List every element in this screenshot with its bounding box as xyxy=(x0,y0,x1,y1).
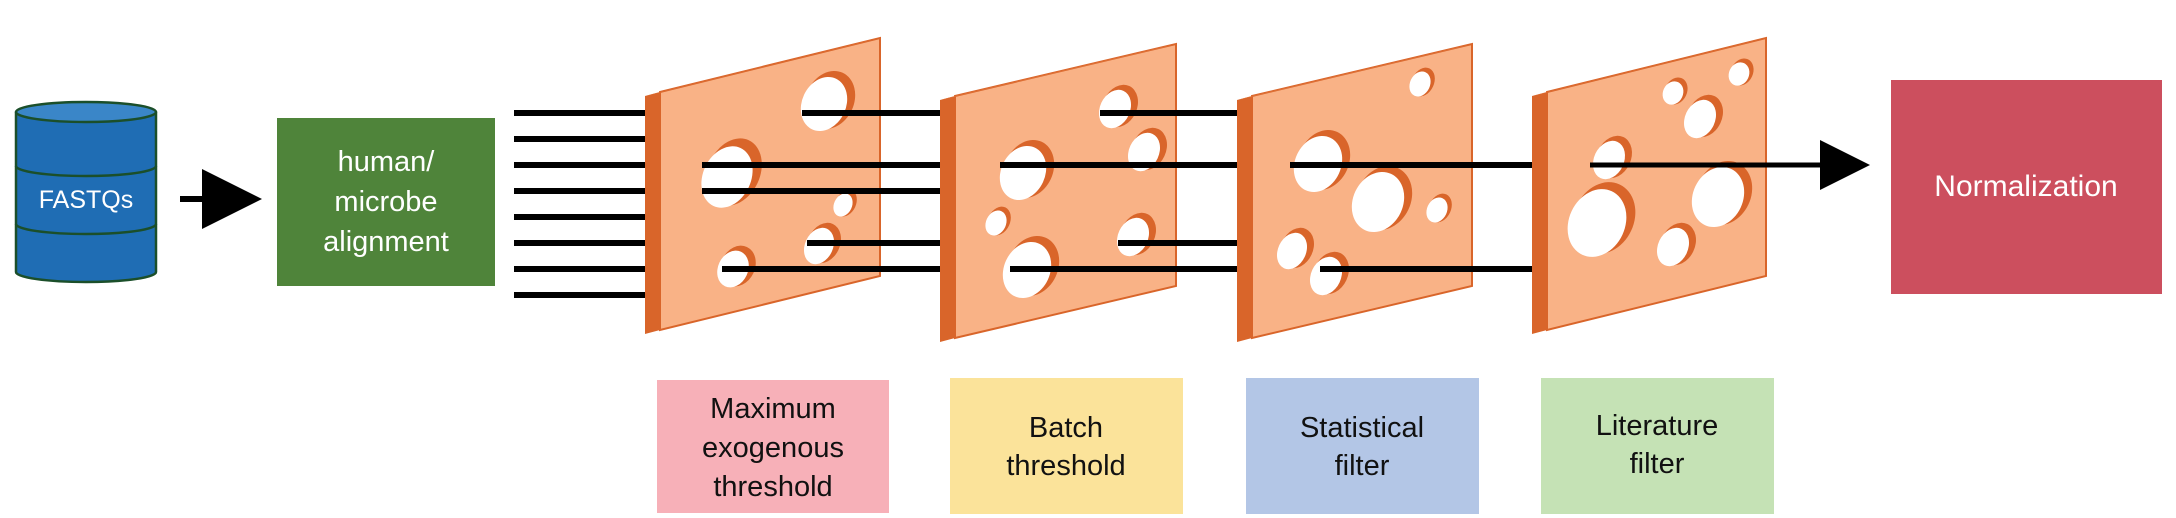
filter-4-line-2: filter xyxy=(1630,448,1685,480)
filter-label-3: Statistical filter xyxy=(1246,378,1479,514)
alignment-line-2: microbe xyxy=(334,186,437,218)
read-lines xyxy=(514,110,645,298)
filter-label-2: Batch threshold xyxy=(950,378,1183,514)
filter-2-line-2: threshold xyxy=(1006,450,1125,482)
fastqs-label: FASTQs xyxy=(39,186,133,214)
reads-after-slice-1 xyxy=(702,110,940,272)
filter-2-line-1: Batch xyxy=(1029,412,1103,444)
filter-3-line-2: filter xyxy=(1335,450,1390,482)
filter-1-line-1: Maximum xyxy=(710,393,836,425)
filter-4-line-1: Literature xyxy=(1596,410,1719,442)
filter-label-1: Maximum exogenous threshold xyxy=(657,380,889,513)
cheese-slice-3 xyxy=(1237,42,1473,342)
filter-3-line-1: Statistical xyxy=(1300,412,1424,444)
alignment-line-1: human/ xyxy=(338,146,436,178)
reads-after-slice-3 xyxy=(1290,162,1532,272)
fastqs-database: FASTQs xyxy=(14,100,158,284)
filter-1-line-2: exogenous xyxy=(702,432,844,464)
cheese-slice-1 xyxy=(645,36,881,334)
filter-1-line-3: threshold xyxy=(713,471,832,503)
alignment-line-3: alignment xyxy=(323,226,449,258)
filter-label-4: Literature filter xyxy=(1541,378,1774,514)
alignment-box: human/ microbe alignment xyxy=(277,118,495,286)
normalization-label: Normalization xyxy=(1934,170,2117,203)
normalization-box: Normalization xyxy=(1891,80,2162,294)
reads-after-slice-2 xyxy=(1000,110,1237,272)
cheese-slice-2 xyxy=(940,42,1177,342)
cheese-slice-4 xyxy=(1532,36,1767,334)
